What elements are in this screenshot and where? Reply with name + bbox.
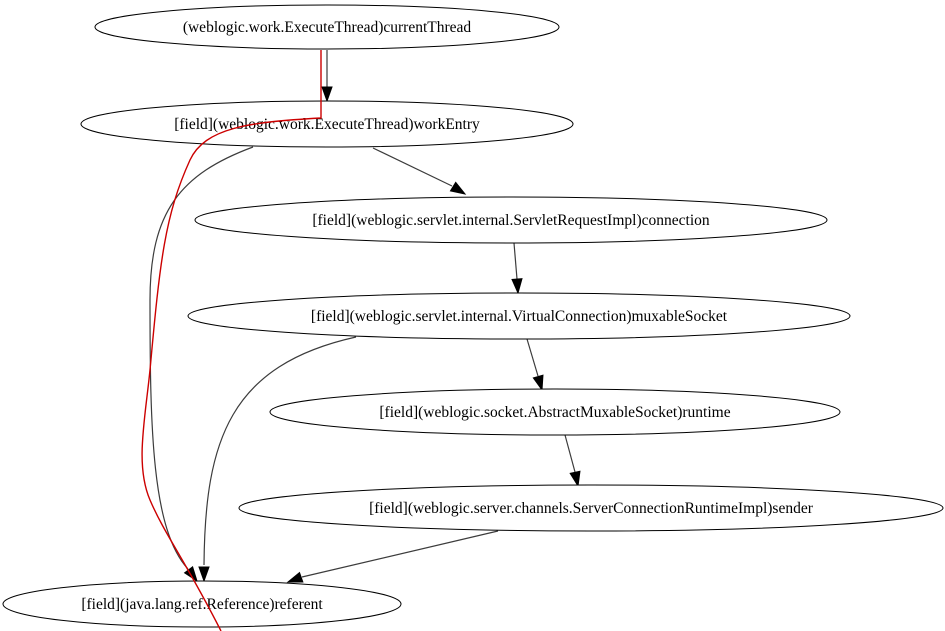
arrowhead xyxy=(198,566,210,583)
arrowhead xyxy=(511,278,523,295)
arrowhead xyxy=(321,86,333,103)
node-sender[interactable]: [field](weblogic.server.channels.ServerC… xyxy=(238,484,944,532)
edge-work-entry-to-connection xyxy=(372,147,467,195)
arrowhead xyxy=(532,374,544,392)
node-label: [field](java.lang.ref.Reference)referent xyxy=(81,596,323,613)
edge-current-thread-to-work-entry xyxy=(321,50,333,103)
edge-sender-to-referent xyxy=(286,530,499,583)
node-ellipse xyxy=(238,484,944,532)
edges-layer xyxy=(149,50,581,583)
highlighted-reference-path xyxy=(141,50,322,631)
edge-line xyxy=(301,530,499,578)
nodes-layer: (weblogic.work.ExecuteThread)currentThre… xyxy=(2,4,944,628)
node-label: (weblogic.work.ExecuteThread)currentThre… xyxy=(183,19,472,36)
arrowhead xyxy=(286,571,304,583)
node-ellipse xyxy=(94,4,560,50)
node-label: [field](weblogic.server.channels.ServerC… xyxy=(369,500,814,517)
node-label: [field](weblogic.work.ExecuteThread)work… xyxy=(174,116,480,133)
edge-line xyxy=(149,146,254,570)
node-current-thread[interactable]: (weblogic.work.ExecuteThread)currentThre… xyxy=(94,4,560,50)
node-work-entry[interactable]: [field](weblogic.work.ExecuteThread)work… xyxy=(80,100,574,148)
node-referent[interactable]: [field](java.lang.ref.Reference)referent xyxy=(2,580,402,628)
node-connection[interactable]: [field](weblogic.servlet.internal.Servle… xyxy=(194,196,828,244)
node-ellipse xyxy=(80,100,574,148)
edge-muxable-socket-to-runtime xyxy=(526,338,544,392)
trace-layer xyxy=(141,50,322,631)
node-ellipse xyxy=(269,388,841,436)
edge-connection-to-muxable-socket xyxy=(511,242,523,295)
node-label: [field](weblogic.servlet.internal.Servle… xyxy=(312,212,710,229)
edge-line xyxy=(203,336,357,566)
node-runtime[interactable]: [field](weblogic.socket.AbstractMuxableS… xyxy=(269,388,841,436)
edge-line xyxy=(513,242,518,280)
node-label: [field](weblogic.socket.AbstractMuxableS… xyxy=(379,404,730,421)
edge-line xyxy=(526,338,539,377)
arrowhead xyxy=(569,470,581,488)
node-ellipse xyxy=(187,292,851,340)
arrowhead xyxy=(449,181,467,195)
edge-line xyxy=(564,434,576,473)
node-ellipse xyxy=(2,580,402,628)
node-ellipse xyxy=(194,196,828,244)
node-label: [field](weblogic.servlet.internal.Virtua… xyxy=(311,308,728,325)
edge-muxable-socket-to-referent xyxy=(198,336,357,583)
edge-line xyxy=(372,147,453,187)
edge-runtime-to-sender xyxy=(564,434,581,488)
node-muxable-socket[interactable]: [field](weblogic.servlet.internal.Virtua… xyxy=(187,292,851,340)
